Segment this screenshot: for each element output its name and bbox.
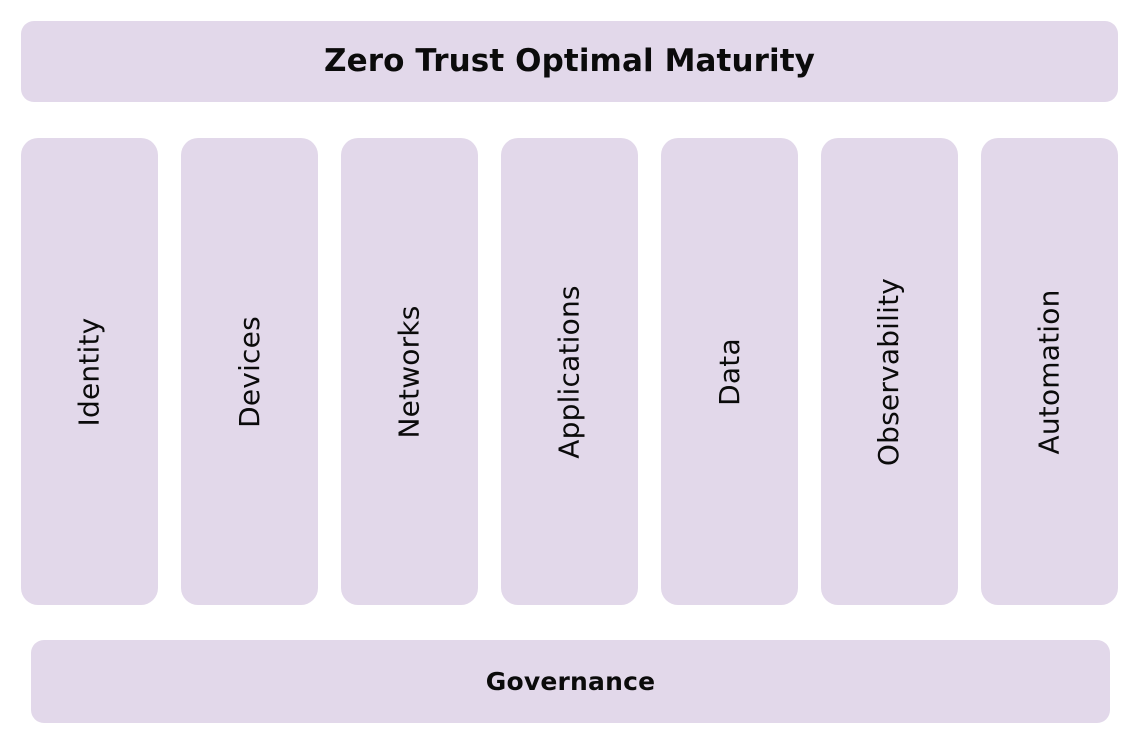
pillar-networks[interactable]: Networks xyxy=(341,138,478,605)
pillar-devices[interactable]: Devices xyxy=(181,138,318,605)
pillars-row: Identity Devices Networks Applications D… xyxy=(21,138,1118,605)
governance-banner: Governance xyxy=(31,640,1110,723)
pillar-label-automation: Automation xyxy=(1032,288,1066,455)
pillar-observability[interactable]: Observability xyxy=(821,138,958,605)
pillar-identity[interactable]: Identity xyxy=(21,138,158,605)
pillar-label-observability: Observability xyxy=(872,277,906,466)
pillar-label-data: Data xyxy=(712,337,746,406)
diagram-title: Zero Trust Optimal Maturity xyxy=(324,43,815,79)
pillar-label-identity: Identity xyxy=(72,317,106,426)
governance-label: Governance xyxy=(485,667,656,696)
pillar-label-networks: Networks xyxy=(392,304,426,439)
diagram-title-banner: Zero Trust Optimal Maturity xyxy=(21,21,1118,102)
pillar-data[interactable]: Data xyxy=(661,138,798,605)
pillar-applications[interactable]: Applications xyxy=(501,138,638,605)
pillar-automation[interactable]: Automation xyxy=(981,138,1118,605)
pillar-label-applications: Applications xyxy=(552,284,586,459)
pillar-label-devices: Devices xyxy=(232,315,266,428)
